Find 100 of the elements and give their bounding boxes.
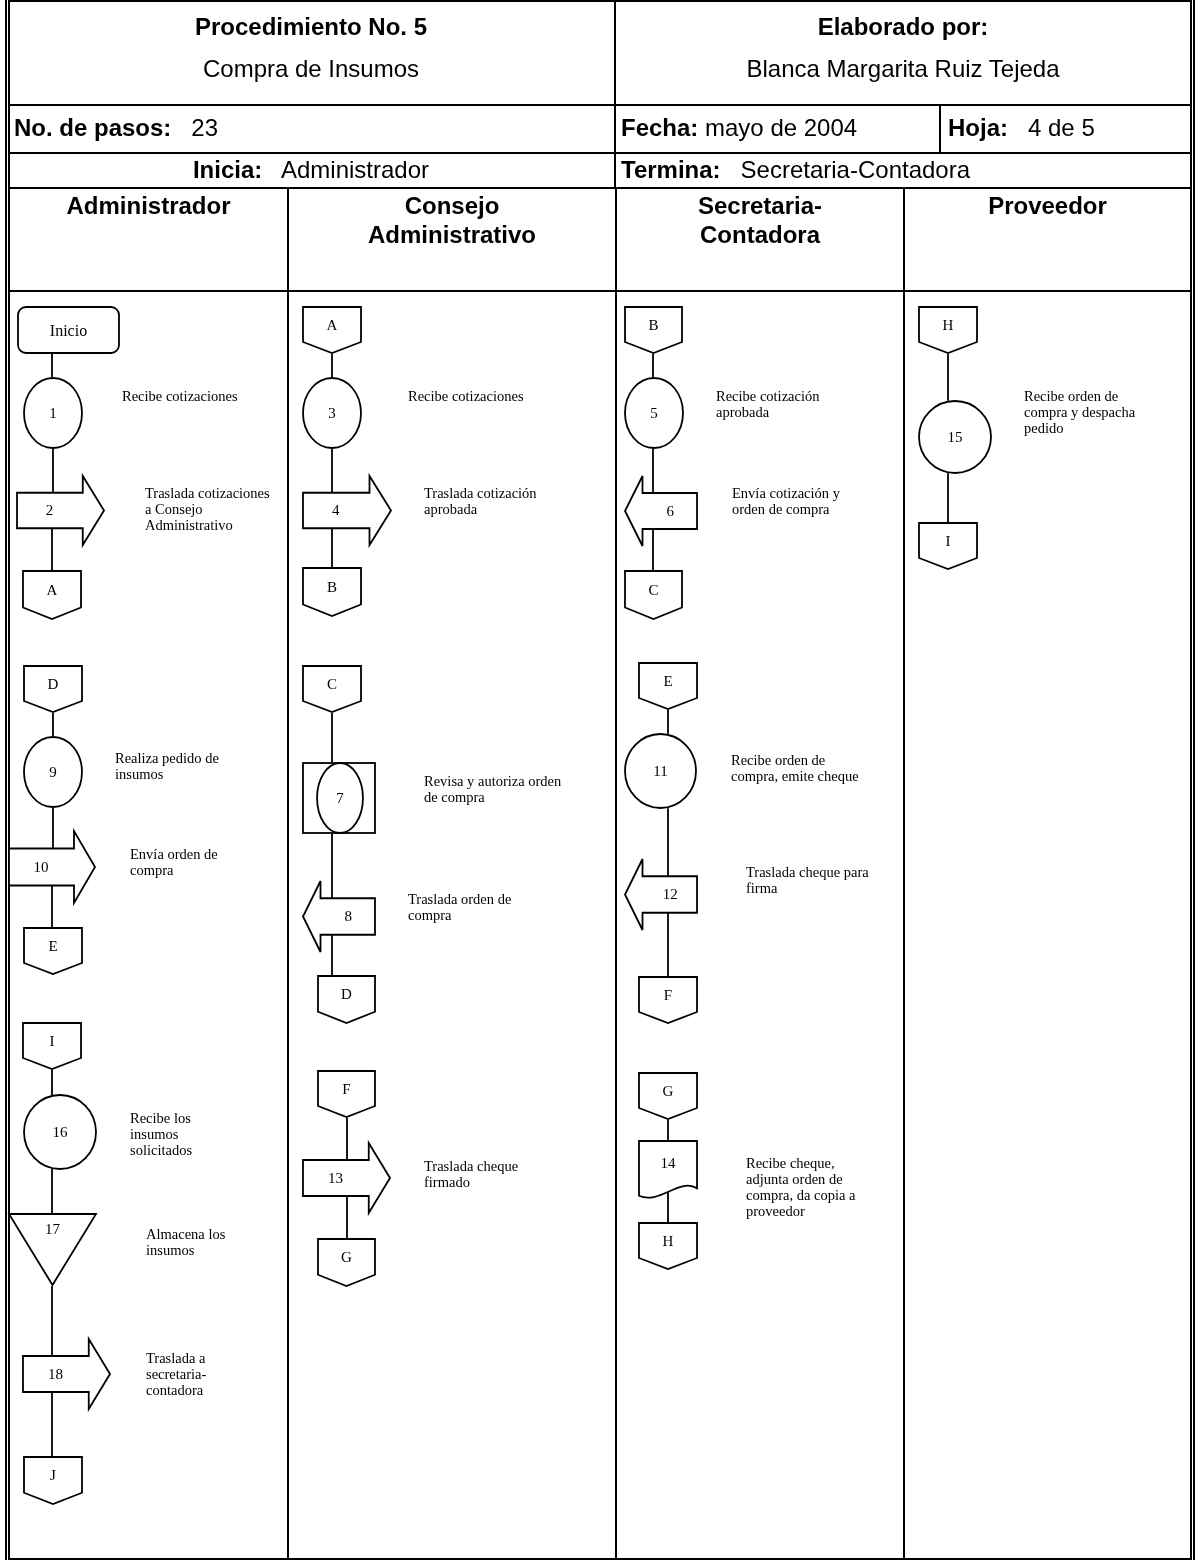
connector-letter: C xyxy=(648,581,659,599)
operation-circle xyxy=(918,400,992,474)
offpage-connector xyxy=(638,662,698,710)
offpage-connector xyxy=(22,570,82,620)
connector-line xyxy=(947,472,949,523)
offpage-connector xyxy=(638,1072,698,1120)
header-text: Fecha: mayo de 2004 xyxy=(621,113,858,143)
step-number: 16 xyxy=(52,1123,68,1141)
step-number: 4 xyxy=(332,502,340,519)
step-number: 3 xyxy=(328,404,336,422)
transport-symbol xyxy=(624,475,698,547)
offpage-connector xyxy=(624,306,683,354)
step-description: Realiza pedido de insumos xyxy=(115,750,220,782)
step-description: Revisa y autoriza orden de compra xyxy=(424,773,563,805)
connector-line xyxy=(51,353,53,378)
transport-symbol xyxy=(624,858,698,931)
header-text: No. de pasos: 23 xyxy=(14,113,219,143)
transport-symbol xyxy=(8,830,96,904)
header-text: Procedimiento No. 5 xyxy=(195,12,427,42)
connector-letter: F xyxy=(342,1080,351,1098)
offpage-connector xyxy=(317,975,376,1024)
swimlane xyxy=(287,187,615,1560)
step-number: 18 xyxy=(47,1365,63,1383)
step-description: Traslada cotizaciones a Consejo Administrativo xyxy=(145,485,271,533)
connector-line xyxy=(52,807,54,850)
offpage-connector xyxy=(23,1456,83,1505)
offpage-connector xyxy=(23,927,83,975)
connector-letter: I xyxy=(945,532,951,550)
lane-heading: Administrador xyxy=(65,191,232,220)
step-description: Traslada cheque para firma xyxy=(746,864,870,896)
connector-line xyxy=(667,709,669,735)
transport-symbol xyxy=(302,475,392,546)
step-description: Envía cotización y orden de compra xyxy=(732,485,841,517)
step-description: Recibe cotizaciones xyxy=(408,388,525,404)
operation-circle xyxy=(624,377,684,449)
offpage-connector xyxy=(22,1022,82,1070)
connector-letter: C xyxy=(327,675,337,693)
connector-letter: G xyxy=(662,1082,674,1100)
transport-symbol xyxy=(22,1338,111,1410)
connector-line xyxy=(51,1285,53,1357)
lane-heading: Consejo Administrativo xyxy=(367,191,537,249)
document-symbol xyxy=(638,1140,698,1202)
step-number: 1 xyxy=(49,404,57,422)
connector-line xyxy=(51,1391,53,1457)
terminal-label: Inicio xyxy=(49,321,88,339)
header-text: Compra de Insumos xyxy=(202,54,420,84)
connector-line xyxy=(331,353,333,378)
operation-circle xyxy=(23,736,83,808)
connector-line xyxy=(652,448,654,494)
step-number: 15 xyxy=(947,428,963,446)
transport-symbol xyxy=(302,880,376,953)
storage-triangle xyxy=(8,1213,97,1286)
offpage-connector xyxy=(638,1222,698,1270)
connector-letter: E xyxy=(48,937,58,955)
connector-letter: F xyxy=(663,986,673,1004)
step-description: Recibe orden de compra, emite cheque xyxy=(731,752,860,784)
operation-circle xyxy=(624,733,697,809)
offpage-connector xyxy=(317,1070,376,1118)
connector-line xyxy=(52,712,54,737)
transport-symbol xyxy=(16,475,105,546)
offpage-connector xyxy=(302,306,362,354)
connector-line xyxy=(51,1069,53,1096)
offpage-connector xyxy=(302,567,362,617)
transport-symbol xyxy=(302,1142,391,1214)
step-number: 12 xyxy=(662,886,678,903)
connector-line xyxy=(331,448,333,494)
offpage-connector xyxy=(317,1238,376,1287)
step-number: 7 xyxy=(336,789,344,807)
operation-circle xyxy=(302,377,362,449)
connector-line xyxy=(667,1119,669,1141)
step-number: 10 xyxy=(33,858,49,876)
step-number: 6 xyxy=(666,502,674,520)
offpage-connector xyxy=(918,522,978,570)
header-text: Elaborado por: xyxy=(817,12,989,42)
offpage-connector xyxy=(638,976,698,1024)
step-description: Recibe los insumos solicitados xyxy=(130,1110,194,1158)
connector-letter: D xyxy=(341,986,352,1004)
connector-letter: J xyxy=(50,1467,56,1485)
connector-line xyxy=(51,527,53,571)
connector-letter: G xyxy=(341,1249,352,1267)
connector-letter: A xyxy=(46,581,58,599)
inspection-operation-symbol xyxy=(302,762,376,834)
connector-line xyxy=(331,712,333,763)
connector-letter: A xyxy=(326,316,338,334)
step-description: Recibe orden de compra y despacha pedido xyxy=(1024,388,1137,436)
step-number: 5 xyxy=(650,404,658,422)
step-number: 13 xyxy=(327,1169,343,1187)
connector-letter: H xyxy=(662,1232,674,1250)
step-description: Recibe cotizaciones xyxy=(122,388,239,404)
connector-letter: E xyxy=(663,672,673,690)
step-number: 11 xyxy=(653,762,668,780)
connector-line xyxy=(52,448,54,494)
connector-line xyxy=(346,1195,348,1239)
step-number: 14 xyxy=(660,1154,676,1172)
step-description: Recibe cheque, adjunta orden de compra, da copia a proveedor xyxy=(746,1155,857,1219)
offpage-connector xyxy=(23,665,83,713)
offpage-connector xyxy=(624,570,683,620)
offpage-connector xyxy=(918,306,978,354)
connector-line xyxy=(346,1117,348,1161)
connector-letter: H xyxy=(942,316,954,334)
